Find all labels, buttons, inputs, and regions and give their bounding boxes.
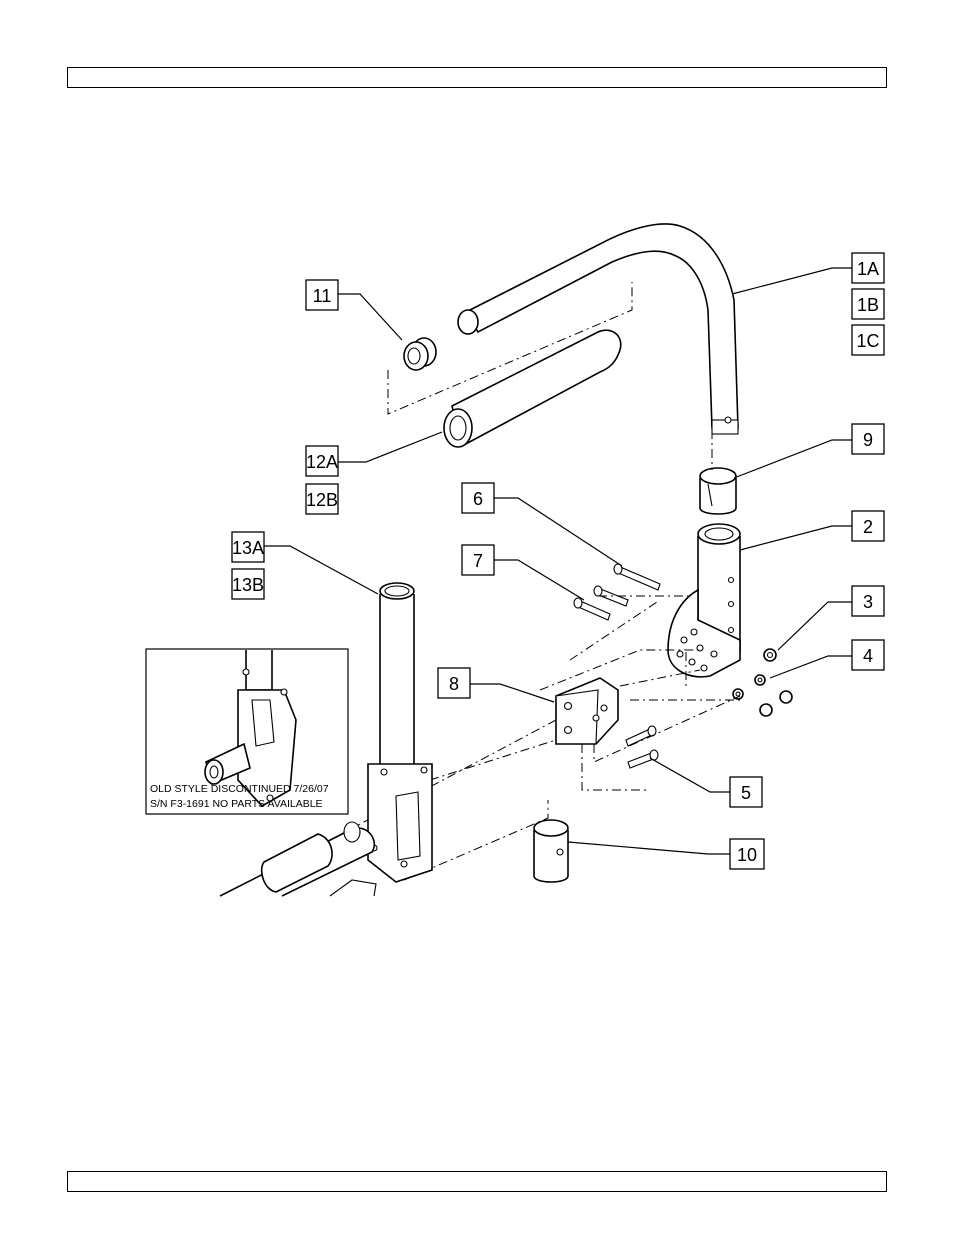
svg-text:3: 3: [863, 592, 873, 612]
mount-tube-part: [368, 583, 432, 882]
callout-12B: 12B: [306, 484, 338, 514]
svg-text:12B: 12B: [306, 490, 338, 510]
svg-text:12A: 12A: [306, 452, 338, 472]
end-cap-part: [404, 338, 436, 370]
svg-text:1B: 1B: [857, 295, 879, 315]
callout-7: 7: [462, 545, 494, 575]
inset-note-line1: OLD STYLE DISCONTINUED 7/26/07: [150, 783, 329, 795]
callout-12A: 12A: [306, 446, 338, 476]
bushing-part: [700, 468, 736, 514]
inset-note-line2: S/N F3-1691 NO PARTS AVAILABLE: [150, 798, 323, 810]
svg-text:1C: 1C: [856, 331, 879, 351]
svg-text:11: 11: [313, 286, 332, 306]
callout-3: 3: [852, 586, 884, 616]
callout-6: 6: [462, 483, 494, 513]
svg-text:4: 4: [863, 646, 873, 666]
receiver-tube-part: [668, 524, 740, 677]
svg-text:10: 10: [737, 845, 757, 865]
screw-part-7: [574, 586, 628, 620]
callout-1C: 1C: [852, 325, 884, 355]
sleeve-part: [534, 820, 568, 882]
callout-1A: 1A: [852, 253, 884, 283]
clamp-block-part: [556, 678, 618, 744]
screw-part-5: [626, 726, 658, 768]
svg-text:7: 7: [473, 551, 483, 571]
callout-13A: 13A: [232, 532, 264, 562]
callout-4: 4: [852, 640, 884, 670]
svg-text:6: 6: [473, 489, 483, 509]
frame-tube-part: [220, 822, 376, 896]
old-style-inset: OLD STYLE DISCONTINUED 7/26/07 S/N F3-16…: [146, 649, 348, 814]
foam-grip-part: [444, 330, 621, 447]
callout-13B: 13B: [232, 569, 264, 599]
callout-10: 10: [730, 839, 764, 869]
screw-part-6: [614, 564, 660, 590]
callout-8: 8: [438, 668, 470, 698]
svg-text:2: 2: [863, 517, 873, 537]
svg-text:13B: 13B: [232, 575, 264, 595]
svg-text:13A: 13A: [232, 538, 264, 558]
svg-text:5: 5: [741, 783, 751, 803]
callout-11: 11: [306, 280, 338, 310]
svg-text:9: 9: [863, 430, 873, 450]
callout-2: 2: [852, 511, 884, 541]
svg-text:8: 8: [449, 674, 459, 694]
washer-part: [733, 675, 765, 699]
callout-9: 9: [852, 424, 884, 454]
callout-1B: 1B: [852, 289, 884, 319]
svg-text:1A: 1A: [857, 259, 879, 279]
callout-5: 5: [730, 777, 762, 807]
